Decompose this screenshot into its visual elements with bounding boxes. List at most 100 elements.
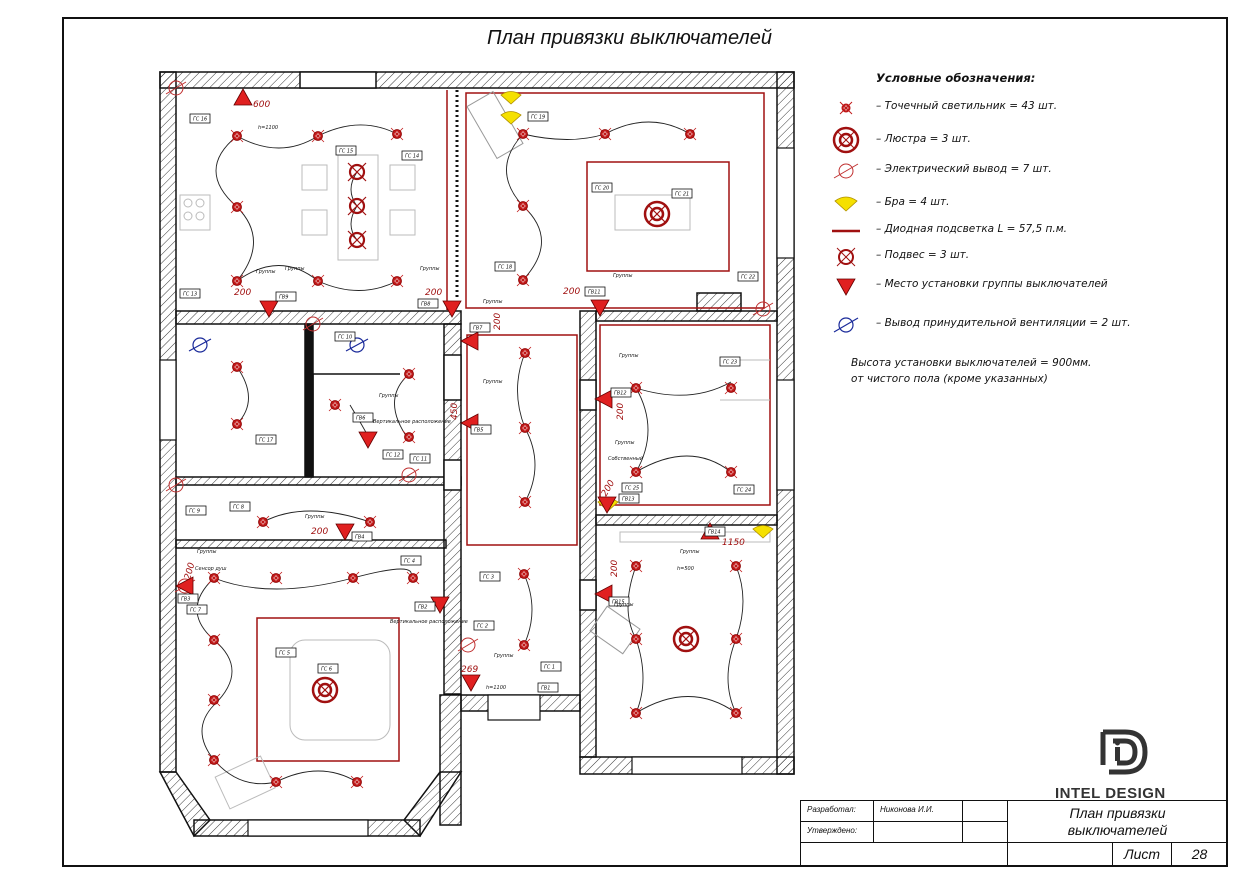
circuit-tag: ГС 17 — [255, 434, 277, 445]
ventilation-outlet-icon — [833, 317, 859, 333]
group-label: Группы — [379, 393, 398, 399]
legend-item-led-strip: – Диодная подсветка L = 57,5 п.м. — [830, 219, 1190, 243]
group-label: Группы — [256, 269, 275, 275]
dim-200-vertical: 200 — [183, 561, 197, 580]
page-title: План привязки выключателей — [487, 27, 772, 49]
tag-label: ГС 21 — [675, 192, 689, 198]
legend-item-outlet: – Электрический вывод = 7 шт. — [830, 159, 1190, 183]
legend-item-switch-group: – Место установки группы выключателей — [830, 274, 1190, 298]
tag-label: ГС 18 — [498, 265, 512, 271]
spotlights — [207, 127, 743, 789]
tag-label: ГС 5 — [279, 651, 290, 657]
plan-note: Собственный — [608, 456, 644, 462]
tag-label: ГС 19 — [531, 115, 545, 121]
circuit-tag: ГС 6 — [317, 663, 339, 674]
drawing-sheet-frame — [62, 17, 1228, 867]
legend-label: – Точечный светильник = 43 шт. — [876, 100, 1058, 112]
group-label: Группы — [494, 653, 513, 659]
wall-sconce-icon — [834, 196, 858, 212]
tag-label: ГС 10 — [338, 335, 352, 341]
title-block: Разработал: Никонова И.И. Утверждено: Пл… — [800, 800, 1228, 867]
tag-label: ГВ4 — [355, 535, 364, 541]
switch-tag: ГВ7 — [469, 322, 491, 333]
group-label: Группы — [615, 440, 634, 446]
tag-label: ГС 12 — [386, 453, 400, 459]
exterior-walls — [158, 71, 795, 838]
tag-label: ГВ13 — [622, 497, 635, 503]
interior-walls — [175, 310, 778, 758]
dim-269: 269 — [461, 665, 478, 675]
legend-item-ventilation: – Вывод принудительной вентиляции = 2 шт… — [830, 313, 1190, 337]
legend-item-chandelier: – Люстра = 3 шт. — [830, 126, 1190, 154]
signature-cell — [962, 800, 1008, 822]
led-strips — [256, 90, 771, 762]
furniture — [179, 90, 771, 810]
circuit-tag: ГС 22 — [737, 271, 759, 282]
dim-200-vertical: 200 — [493, 313, 503, 330]
tag-label: ГС 1 — [544, 665, 555, 671]
group-label: Группы — [483, 379, 502, 385]
legend-label: – Место установки группы выключателей — [876, 278, 1108, 290]
legend-item-sconce: – Бра = 4 шт. — [830, 192, 1190, 216]
circuit-tags: ГС 1ГС 2ГС 3ГС 4ГС 5ГС 6ГС 7ГС 8ГС 9ГС 1… — [177, 111, 759, 693]
pendants — [346, 161, 368, 251]
switch-height-note-continued: от чистого пола (кроме указанных) — [851, 373, 1048, 385]
dim-1150: 1150 — [722, 538, 745, 548]
legend-label: – Подвес = 3 шт. — [876, 249, 970, 261]
legend-label: – Люстра = 3 шт. — [876, 133, 971, 145]
circuit-tag: ГС 16 — [189, 113, 211, 124]
group-label: Группы — [197, 549, 216, 555]
group-label: Группы — [613, 273, 632, 279]
tag-label: ГС 15 — [339, 149, 353, 155]
tag-label: ГС 11 — [413, 457, 427, 463]
chandelier-icon — [832, 126, 860, 154]
switch-tag: ГВ13 — [618, 493, 640, 504]
legend-label: – Диодная подсветка L = 57,5 п.м. — [876, 223, 1067, 235]
sheet-label: Лист — [1112, 842, 1172, 867]
circuit-tag: ГС 4 — [400, 555, 422, 566]
plan-note: Вертикальное расположение — [390, 619, 468, 625]
logo-text: INTEL DESIGN — [1055, 785, 1166, 802]
circuit-tag: ГС 21 — [671, 188, 693, 199]
tag-label: ГВ2 — [418, 605, 427, 611]
tag-label: ГС 7 — [190, 608, 202, 614]
switch-tag: ГВ1 — [537, 682, 559, 693]
tag-label: ГС 22 — [741, 275, 755, 281]
approver-cell — [873, 821, 963, 843]
tag-label: ГС 20 — [595, 186, 609, 192]
switch-tag: ГВ8 — [417, 298, 439, 309]
led-strip-icon — [832, 229, 860, 233]
tag-label: ГС 3 — [483, 575, 494, 581]
tag-label: ГВ11 — [588, 290, 601, 296]
empty-cell — [1007, 842, 1113, 867]
tag-label: ГВ9 — [279, 295, 288, 301]
empty-cell — [800, 842, 1008, 867]
dim-200-vertical: 200 — [610, 560, 620, 577]
group-label: Группы — [305, 514, 324, 520]
dim-200: 200 — [234, 288, 251, 298]
group-label: Группы — [619, 353, 638, 359]
tag-label: ГС 9 — [189, 509, 200, 515]
group-label: Группы — [680, 549, 699, 555]
circuit-tag: ГС 20 — [591, 182, 613, 193]
circuit-tag: ГС 5 — [275, 647, 297, 658]
switch-tag: ГВ11 — [584, 286, 606, 297]
legend-item-spotlight: – Точечный светильник = 43 шт. — [830, 96, 1190, 120]
tag-label: ГВ7 — [473, 326, 483, 332]
tag-label: ГВ8 — [421, 302, 430, 308]
switch-tag: ГВ6 — [352, 412, 374, 423]
circuit-tag: ГС 10 — [334, 331, 356, 342]
circuit-tag: ГС 14 — [401, 150, 423, 161]
circuit-tag: ГС 1 — [540, 661, 562, 672]
plan-note: Вертикальное расположение — [373, 419, 451, 425]
dim-600: 600 — [253, 100, 270, 110]
tag-label: ГВ12 — [614, 391, 627, 397]
tag-label: ГС 4 — [404, 559, 415, 565]
chandeliers — [311, 200, 700, 704]
developed-label: Разработал: — [800, 800, 874, 822]
legend-label: – Электрический вывод = 7 шт. — [876, 163, 1052, 175]
dim-200-vertical: 200 — [600, 478, 617, 498]
approval-signature-cell — [962, 821, 1008, 843]
tag-label: ГС 8 — [233, 505, 244, 511]
